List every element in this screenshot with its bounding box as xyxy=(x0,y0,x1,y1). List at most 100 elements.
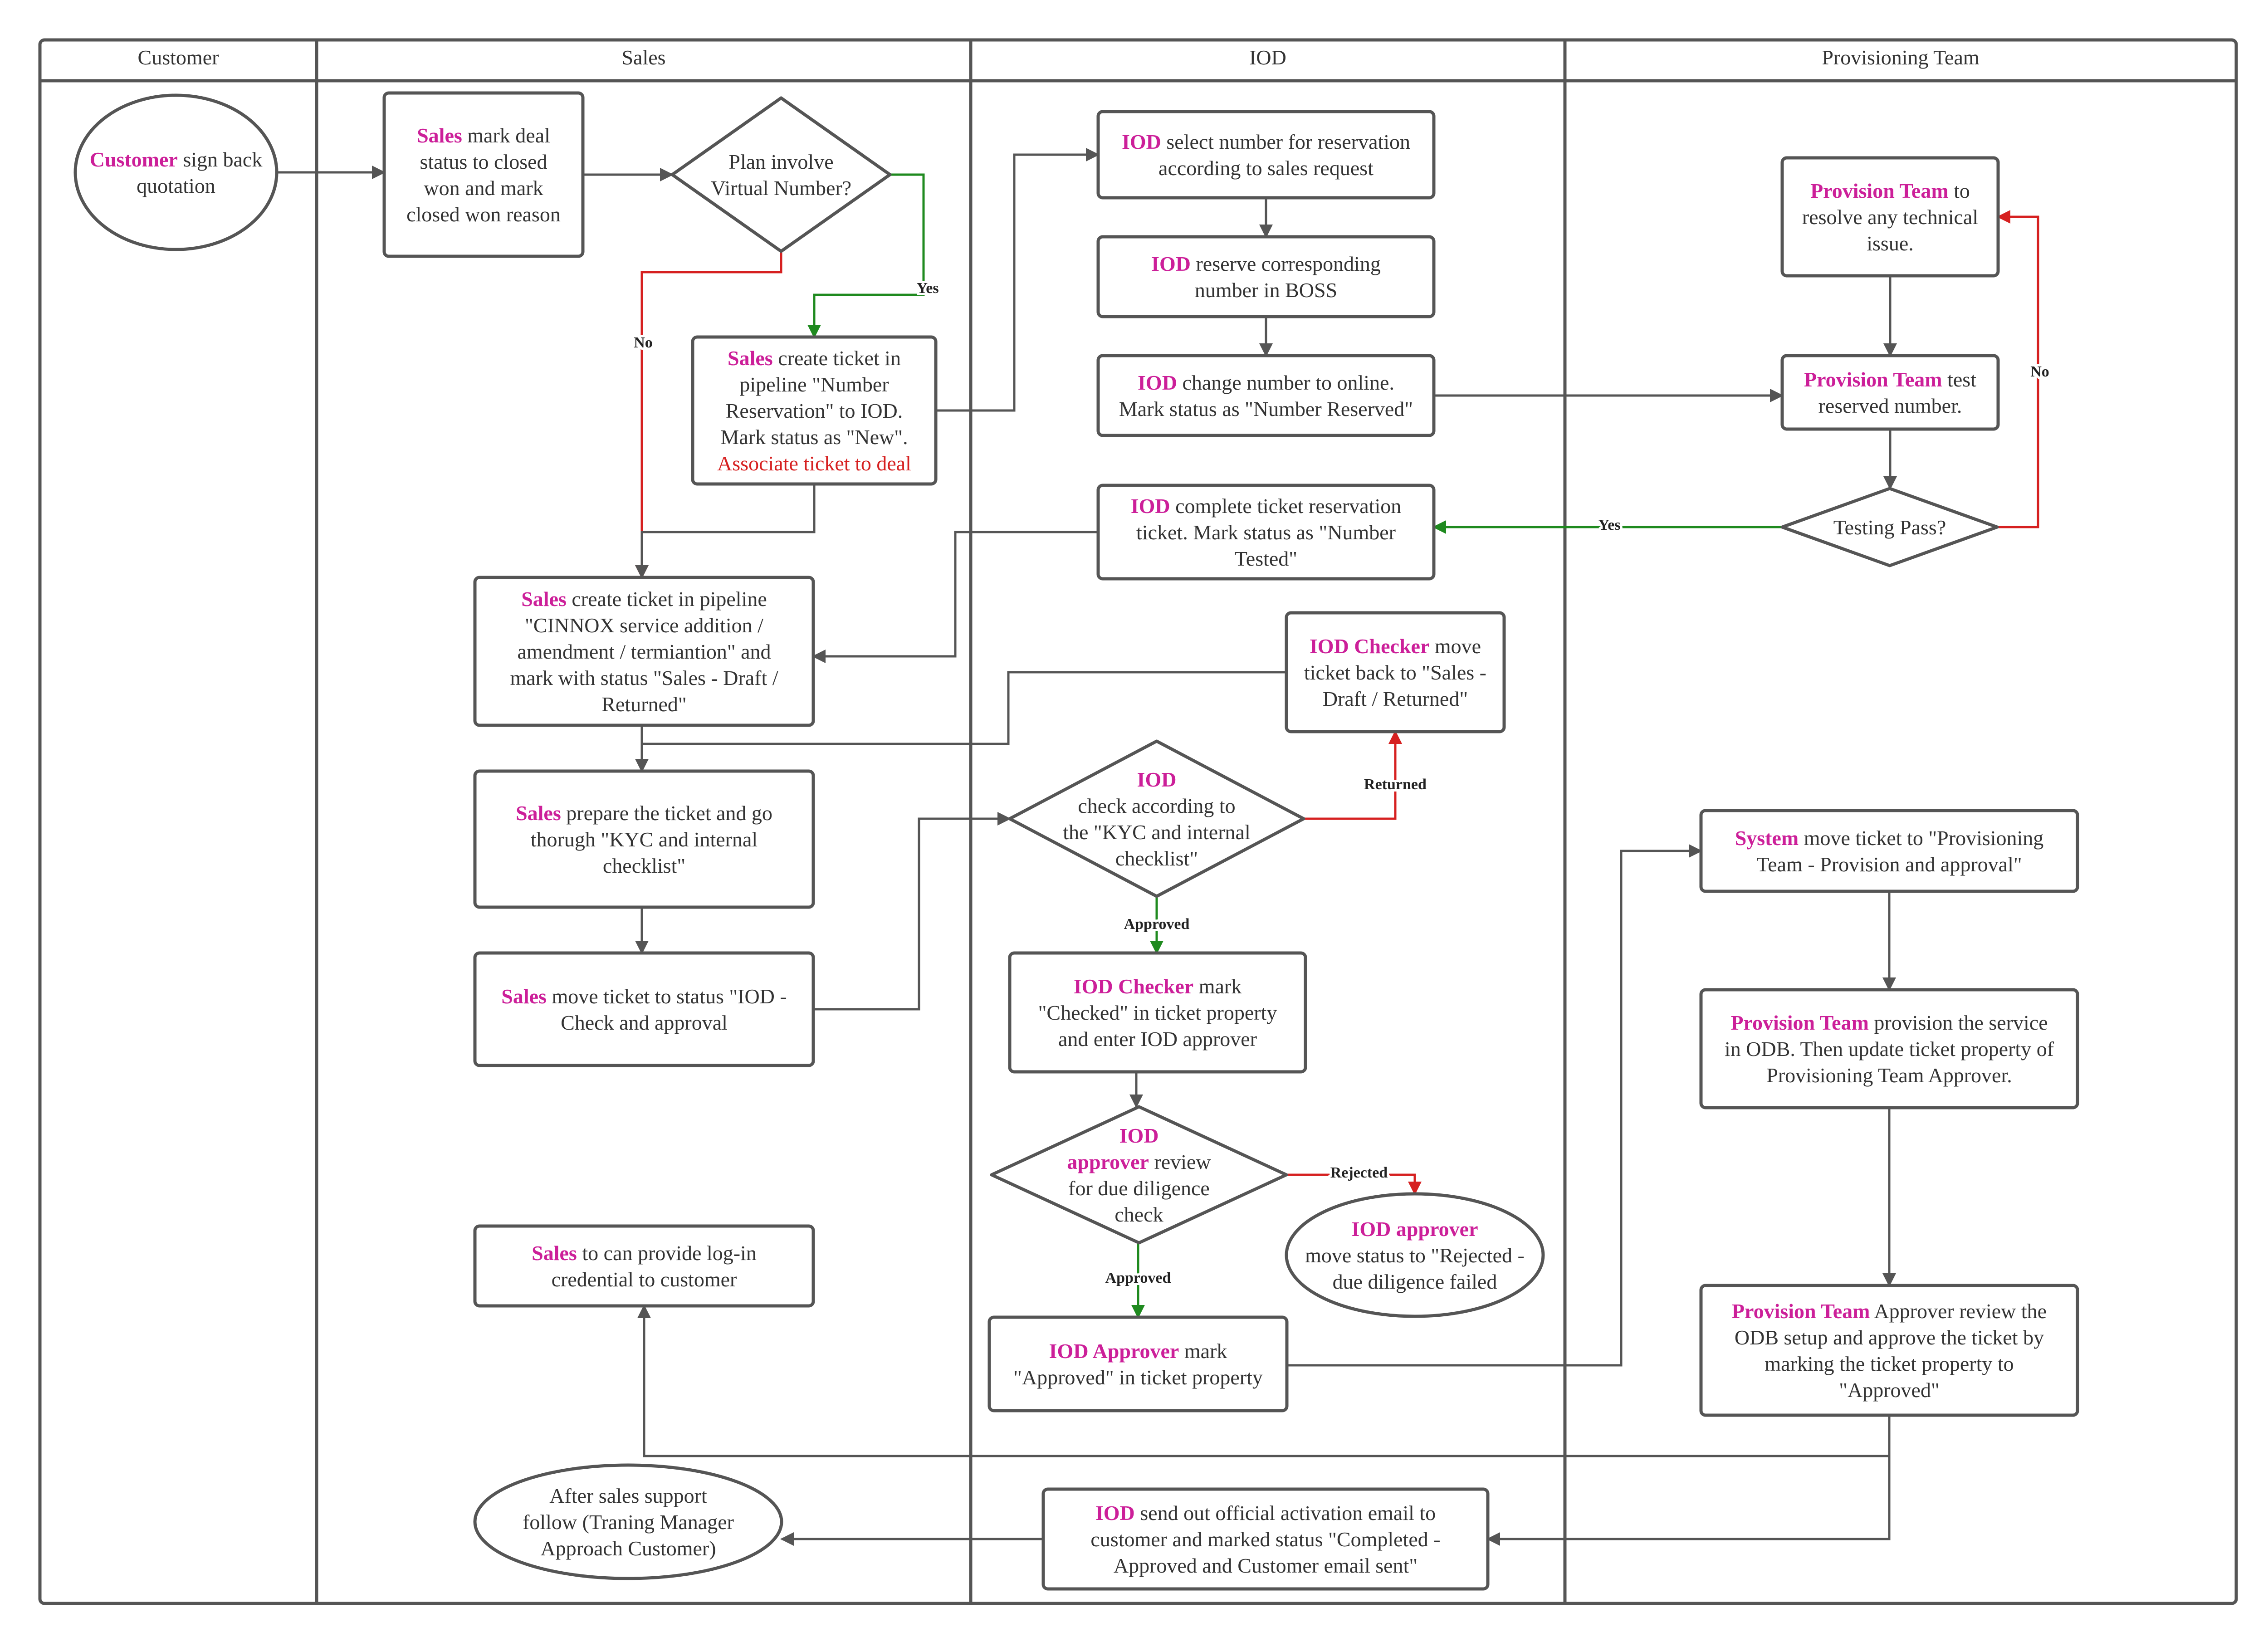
connector-e-move-kyc xyxy=(813,812,1011,1011)
node-text-line: Customer sign back xyxy=(90,148,263,171)
node-text-line: IOD Checker mark xyxy=(1074,975,1242,998)
node-text-line: amendment / termiantion" and xyxy=(517,640,771,663)
node-text-line: won and mark xyxy=(424,176,543,200)
node-text-line: Team - Provision and approval" xyxy=(1756,853,2022,876)
process-box xyxy=(473,576,815,727)
node-iod-change: IOD change number to online. Mark status … xyxy=(1096,354,1436,437)
lane-title-prov: Provisioning Team xyxy=(1822,46,1980,69)
node-text-line: and enter IOD approver xyxy=(1058,1027,1257,1051)
connector-e-approver-login xyxy=(637,1305,1891,1457)
process-box xyxy=(1780,156,2000,278)
connector-label: Returned xyxy=(1364,776,1427,793)
node-text-line: Tested" xyxy=(1235,547,1297,570)
node-text-line: Check and approval xyxy=(561,1011,728,1034)
node-text-line: checklist" xyxy=(1115,847,1198,870)
node-text-line: ODB setup and approve the ticket by xyxy=(1735,1326,2044,1349)
node-text-line: credential to customer xyxy=(552,1268,737,1291)
diagram-frame xyxy=(38,38,2238,1605)
node-text-line: IOD Checker move xyxy=(1310,635,1481,658)
node-text-line: according to sales request xyxy=(1158,156,1374,180)
node-sales-login: Sales to can provide log-in credential to… xyxy=(473,1224,815,1308)
connector-e-approver-system xyxy=(1287,844,1702,1367)
node-text-line: Virtual Number? xyxy=(711,176,851,200)
lane-title-customer: Customer xyxy=(138,46,219,69)
node-text-line: "Approved" in ticket property xyxy=(1013,1366,1263,1389)
node-text-line: in ODB. Then update ticket property of xyxy=(1725,1037,2054,1060)
process-box xyxy=(1096,484,1436,581)
node-text-line: Testing Pass? xyxy=(1833,516,1946,539)
node-text-line: check according to xyxy=(1078,794,1235,817)
connector-label: No xyxy=(2030,363,2049,380)
process-box xyxy=(1096,110,1436,200)
node-iod-checker-mark: IOD Checker mark "Checked" in ticket prop… xyxy=(1008,951,1307,1074)
node-text-line: checklist" xyxy=(603,854,685,877)
connector-e-kyc-returned xyxy=(1304,730,1402,820)
terminal-ellipse xyxy=(473,1463,783,1580)
lane-title-iod: IOD xyxy=(1249,46,1286,69)
node-text-line: resolve any technical xyxy=(1802,205,1978,229)
node-text-line: the "KYC and internal xyxy=(1063,821,1251,844)
node-text-line: Reservation" to IOD. xyxy=(726,399,903,422)
connector-e-res-select xyxy=(936,148,1100,412)
node-text-line: Provision Team test xyxy=(1804,368,1976,391)
node-sales-move-iod: Sales move ticket to status "IOD -Check … xyxy=(473,951,815,1067)
node-text-line: marking the ticket property to xyxy=(1765,1352,2014,1375)
lane-title-sales: Sales xyxy=(621,46,665,69)
connector-e-res-down xyxy=(635,484,816,579)
connector-label: No xyxy=(634,334,653,351)
terminal-ellipse xyxy=(1285,1192,1545,1318)
node-text-line: check xyxy=(1114,1203,1163,1226)
connector-e-no-plan xyxy=(635,251,782,579)
node-text-line: Sales create ticket in pipeline xyxy=(521,587,767,611)
node-text-line: approver review xyxy=(1067,1150,1211,1173)
node-text-line: IOD change number to online. xyxy=(1138,371,1394,394)
node-text-line: Associate ticket to deal xyxy=(717,452,911,475)
node-text-line: Approach Customer) xyxy=(540,1537,716,1560)
connector-e-yes-plan xyxy=(807,173,925,338)
node-text-line: System move ticket to "Provisioning xyxy=(1735,826,2044,850)
process-box xyxy=(473,1224,815,1308)
node-text-line: IOD send out official activation email t… xyxy=(1095,1501,1436,1525)
node-text-line: Plan involve xyxy=(728,150,833,173)
connector-e-checker-back xyxy=(635,671,1286,772)
decision-diamond xyxy=(670,96,892,253)
node-text-line: customer and marked status "Completed - xyxy=(1090,1528,1440,1551)
node-text-line: Mark status as "Number Reserved" xyxy=(1119,397,1413,420)
node-text-line: Sales to can provide log-in xyxy=(532,1241,757,1265)
node-text-line: Provision Team provision the service xyxy=(1730,1011,2048,1034)
process-box xyxy=(1041,1487,1490,1591)
node-text-line: IOD complete ticket reservation xyxy=(1131,494,1402,518)
node-text-line: IOD xyxy=(1119,1124,1159,1147)
node-text-line: number in BOSS xyxy=(1195,279,1337,302)
node-text-line: IOD reserve corresponding xyxy=(1151,252,1381,275)
node-iod-send-email: IOD send out official activation email t… xyxy=(1041,1487,1490,1591)
terminal-ellipse xyxy=(73,93,279,251)
node-sales-create-cinnox: Sales create ticket in pipeline"CINNOX s… xyxy=(473,576,815,727)
node-text-line: reserved number. xyxy=(1818,394,1962,417)
connector-label: Approved xyxy=(1105,1270,1171,1286)
node-text-line: IOD xyxy=(1137,768,1177,791)
process-box xyxy=(1780,354,2000,431)
node-text-line: thorugh "KYC and internal xyxy=(531,828,758,851)
node-iod-complete: IOD complete ticket reservation ticket. M… xyxy=(1096,484,1436,581)
connector-label: Yes xyxy=(916,280,938,297)
node-text-line: due diligence failed xyxy=(1333,1270,1497,1293)
node-text-line: Provisioning Team Approver. xyxy=(1766,1064,2012,1087)
node-prov-test: Provision Team test reserved number. xyxy=(1780,354,2000,431)
decision-diamond xyxy=(1780,487,1999,567)
node-iod-select: IOD select number for reservationaccordi… xyxy=(1096,110,1436,200)
node-text-line: ticket. Mark status as "Number xyxy=(1136,521,1396,544)
node-text-line: "Checked" in ticket property xyxy=(1038,1001,1277,1024)
connector-e-complete-cinnox xyxy=(812,531,1098,663)
process-box xyxy=(1699,809,2079,893)
node-text-line: Mark status as "New". xyxy=(720,425,908,449)
process-box xyxy=(1699,988,2079,1109)
node-text-line: Sales prepare the ticket and go xyxy=(516,801,772,825)
